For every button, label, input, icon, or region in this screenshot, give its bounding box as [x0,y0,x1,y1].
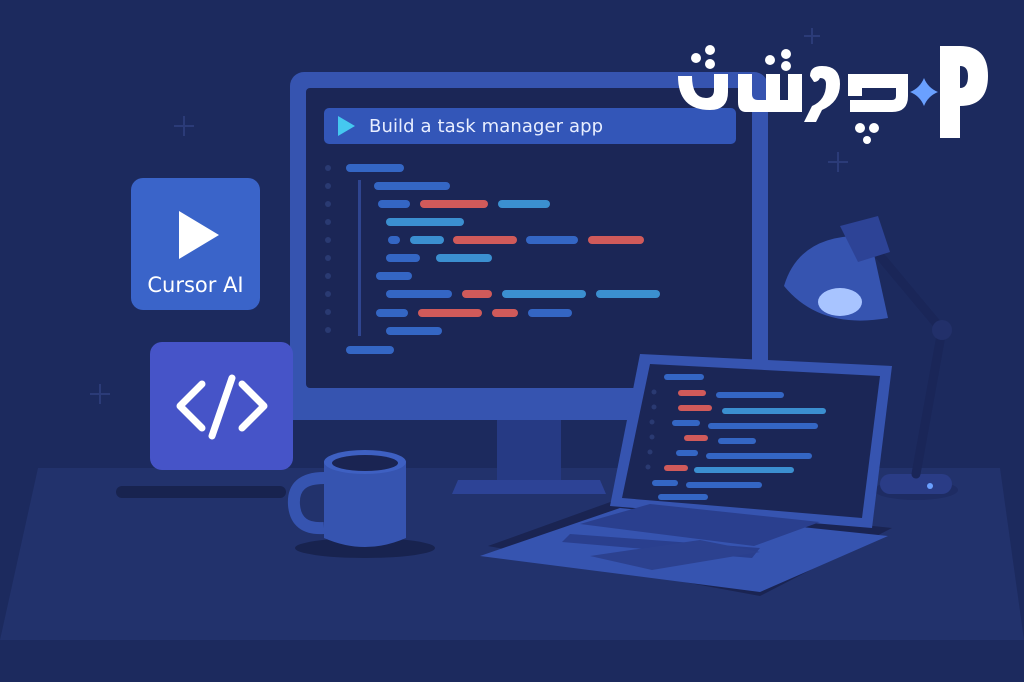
laptop [480,354,892,596]
p-logo-icon [678,45,988,144]
desk-edge [0,640,1024,682]
code-tile [150,342,293,470]
coffee-mug [287,450,435,558]
brand-logo [670,36,990,146]
logo-wordmark [678,45,908,144]
sparkle-decorations [90,28,848,404]
laptop-code [645,374,826,500]
sparkle-icon [910,78,938,106]
code-brackets-icon [176,374,268,440]
prompt-bar[interactable]: Build a task manager app [324,108,736,144]
cursor-ai-label: Cursor AI [147,273,244,297]
prompt-text: Build a task manager app [369,115,604,137]
tile-shadow [116,486,286,498]
cursor-ai-tile: Cursor AI [131,178,260,310]
play-icon [338,116,355,136]
monitor-code [325,164,660,354]
desk-lamp [784,216,958,500]
play-icon [179,211,219,259]
